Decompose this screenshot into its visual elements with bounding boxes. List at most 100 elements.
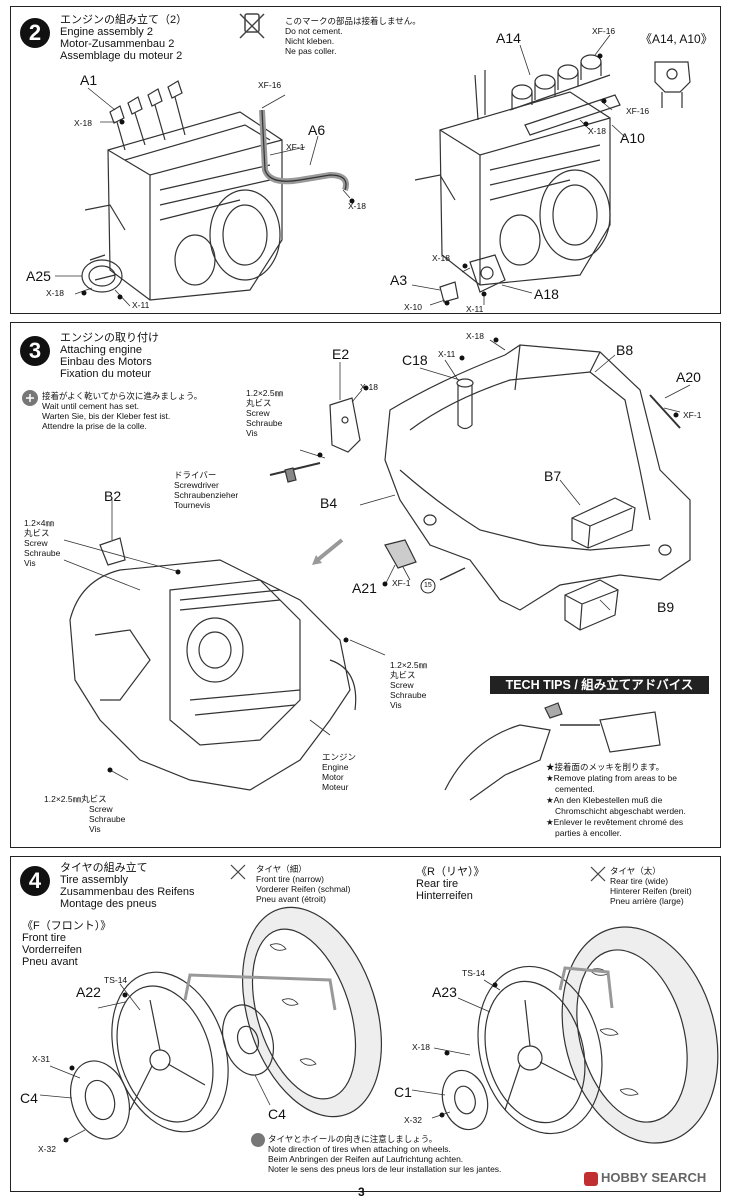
screw-4-en: Screw <box>89 804 113 814</box>
paint-xf1-b: XF-1 <box>392 578 411 588</box>
hobby-search-watermark: HOBBY SEARCH <box>584 1170 706 1186</box>
driver-de: Schraubenzieher <box>174 490 239 500</box>
screw-3-jp: 丸ビス <box>390 670 416 680</box>
wait-cement-en: Wait until cement has set. <box>42 401 140 411</box>
tech-tips-text: ★接着面のメッキを削ります。 ★Remove plating from area… <box>546 762 686 839</box>
driver-en: Screwdriver <box>174 480 219 490</box>
direction-note-de: Beim Anbringen der Reifen auf Laufrichtu… <box>268 1154 464 1164</box>
paint-xf16-b: XF-16 <box>592 26 616 36</box>
step-4-title: タイヤの組み立て Tire assembly Zusammenbau des R… <box>60 862 195 910</box>
rear-heading-de: Hinterreifen <box>416 890 473 902</box>
label-c1: C1 <box>394 1084 412 1100</box>
tech-tips-en-2: cemented. <box>555 784 595 794</box>
screw-4-size: 1.2×2.5㎜丸ビス <box>44 794 107 804</box>
paint-x31: X-31 <box>32 1054 50 1064</box>
tech-tips-fr-2: parties à encoller. <box>555 828 622 838</box>
paint-x32-b: X-32 <box>404 1115 422 1125</box>
rear-tire-note: タイヤ（太） Rear tire (wide) Hinterer Reifen … <box>610 866 692 906</box>
front-tire-de: Vorderer Reifen (schmal) <box>256 884 351 894</box>
screw-2-de: Schraube <box>24 548 61 558</box>
label-a21: A21 <box>352 580 377 596</box>
tire-direction-note: タイヤとホイールの向きに注意しましょう。 Note direction of t… <box>268 1134 501 1174</box>
tech-tips-fr-1: ★Enlever le revêtement chromé des <box>546 817 684 827</box>
screw-1-jp: 丸ビス <box>246 398 272 408</box>
tech-tips-en-1: ★Remove plating from areas to be <box>546 773 677 783</box>
rear-tire-fr: Pneu arrière (large) <box>610 896 684 906</box>
paint-x11: X-11 <box>438 349 456 359</box>
label-ref-a14-a10: 《A14, A10》 <box>640 32 713 46</box>
screw-note-3: 1.2×2.5㎜ 丸ビス Screw Schraube Vis <box>390 660 427 710</box>
step-2-title-fr: Assemblage du moteur 2 <box>60 50 183 62</box>
paint-x18-c: X-18 <box>46 288 64 298</box>
step-4-title-fr: Montage des pneus <box>60 898 157 910</box>
driver-fr: Tournevis <box>174 500 211 510</box>
tech-tips-jp: ★接着面のメッキを削ります。 <box>546 762 665 772</box>
wait-cement-de: Warten Sie, bis der Kleber fest ist. <box>42 411 171 421</box>
tech-tips-de-2: Chromschicht abgeschabt werden. <box>555 806 686 816</box>
paint-x11-b: X-11 <box>466 304 484 314</box>
cement-note-de: Nicht kleben. <box>285 36 335 46</box>
cement-note-en: Do not cement. <box>285 26 343 36</box>
paint-x18-a: X-18 <box>74 118 92 128</box>
step-3-title-fr: Fixation du moteur <box>60 368 152 380</box>
paint-x18-d: X-18 <box>588 126 606 136</box>
front-heading-en: Front tire <box>22 932 67 944</box>
circle-15-label: 15 <box>424 582 432 589</box>
screw-2-size: 1.2×4㎜ <box>24 518 55 528</box>
step-4-number: 4 <box>20 866 50 896</box>
tech-tips-title: TECH TIPS / 組み立てアドバイス <box>490 676 709 694</box>
front-heading-jp: 《F（フロント）》 <box>22 920 112 932</box>
paint-x18-b: X-18 <box>348 201 366 211</box>
screw-note-4: 1.2×2.5㎜丸ビス Screw Schraube Vis <box>44 794 125 834</box>
tech-tips-de-1: ★An den Klebestellen muß die <box>546 795 663 805</box>
label-e2: E2 <box>332 346 350 362</box>
front-tire-en: Front tire (narrow) <box>256 874 325 884</box>
wait-cement-note: 接着がよく乾いてから次に進みましょう。 Wait until cement ha… <box>42 391 202 431</box>
step-2-number: 2 <box>20 18 50 48</box>
paint-x18-e: X-18 <box>432 253 450 263</box>
screw-note-2: 1.2×4㎜ 丸ビス Screw Schraube Vis <box>24 518 60 568</box>
label-c18: C18 <box>402 352 428 368</box>
paint-xf16-a: XF-16 <box>258 80 282 90</box>
label-b7: B7 <box>544 468 562 484</box>
step-4-title-en: Tire assembly <box>60 874 129 886</box>
direction-note-en: Note direction of tires when attaching o… <box>268 1144 451 1154</box>
label-b4: B4 <box>320 495 338 511</box>
rear-tire-en: Rear tire (wide) <box>610 876 669 886</box>
step-3-title-de: Einbau des Motors <box>60 356 152 368</box>
cement-note-jp: このマークの部品は接着しません。 <box>285 16 421 26</box>
label-c4-a: C4 <box>20 1090 38 1106</box>
rear-tire-heading: 《R（リヤ）》 Rear tire Hinterreifen <box>416 866 484 902</box>
engine-note: エンジン Engine Motor Moteur <box>322 752 356 792</box>
paint-x32-a: X-32 <box>38 1144 56 1154</box>
screw-2-en: Screw <box>24 538 48 548</box>
paint-xf1-a: XF-1 <box>683 410 702 420</box>
paint-x10: X-10 <box>404 302 422 312</box>
screw-4-de: Schraube <box>89 814 126 824</box>
rear-tire-de: Hinterer Reifen (breit) <box>610 886 692 896</box>
step-2-title: エンジンの組み立て（2） Engine assembly 2 Motor-Zus… <box>60 14 187 62</box>
screwdriver-note: ドライバー Screwdriver Schraubenzieher Tourne… <box>174 470 238 510</box>
step-3-title-jp: エンジンの取り付け <box>60 332 159 344</box>
paint-ts14-b: TS-14 <box>462 968 486 978</box>
hobby-search-logo-icon <box>584 1171 598 1186</box>
paint-xf16-c: XF-16 <box>626 106 650 116</box>
paint-x18-a: X-18 <box>360 382 378 392</box>
front-tire-note: タイヤ（細） Front tire (narrow) Vorderer Reif… <box>256 864 350 904</box>
direction-note-fr: Noter le sens des pneus lors de leur ins… <box>268 1164 502 1174</box>
paint-ts14-a: TS-14 <box>104 975 128 985</box>
front-tire-fr: Pneu avant (étroit) <box>256 894 326 904</box>
screw-note-1: 1.2×2.5㎜ 丸ビス Screw Schraube Vis <box>246 388 283 438</box>
rear-tire-jp: タイヤ（太） <box>610 866 661 876</box>
watermark-text: HOBBY SEARCH <box>601 1170 707 1185</box>
cement-note-fr: Ne pas coller. <box>285 46 337 56</box>
engine-jp: エンジン <box>322 752 357 762</box>
screw-2-fr: Vis <box>24 558 36 568</box>
engine-fr: Moteur <box>322 782 349 792</box>
screw-1-en: Screw <box>246 408 270 418</box>
label-a3: A3 <box>390 272 408 288</box>
screw-1-fr: Vis <box>246 428 258 438</box>
label-a18: A18 <box>534 286 559 302</box>
screw-2-jp: 丸ビス <box>24 528 50 538</box>
step-2-cement-note: このマークの部品は接着しません。 Do not cement. Nicht kl… <box>285 16 421 56</box>
